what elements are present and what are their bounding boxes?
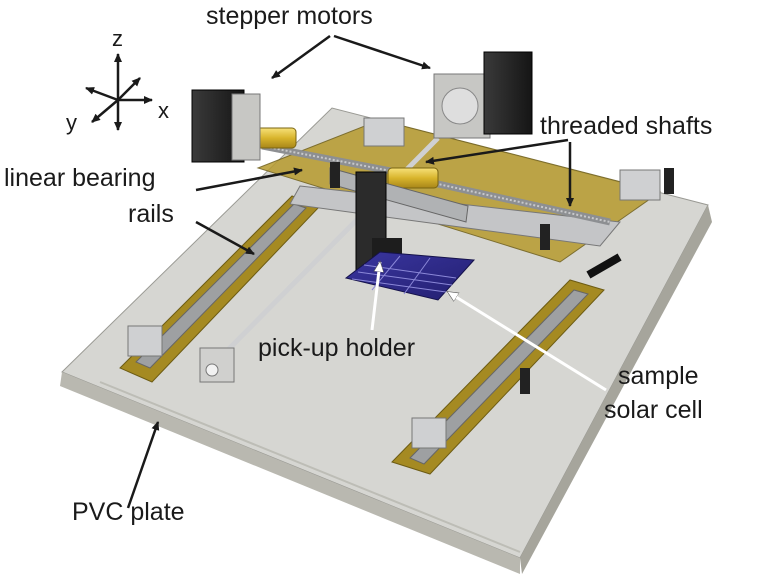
label-rails: rails [128, 200, 174, 228]
left-linear-bearing-rail [119, 195, 321, 383]
axis-y-label: y [66, 110, 77, 135]
callout-arrows [126, 34, 574, 509]
axis-z-label: z [112, 26, 123, 51]
label-stepper-motors: stepper motors [206, 2, 373, 30]
axis-x-label: x [158, 98, 169, 123]
label-sample: sample [618, 362, 699, 390]
label-pick-up-holder: pick-up holder [258, 334, 415, 362]
label-pvc-plate: PVC plate [72, 498, 185, 526]
bracket [664, 168, 674, 194]
bracket [330, 162, 340, 188]
label-threaded-shafts: threaded shafts [540, 112, 712, 140]
label-solar-cell: solar cell [604, 396, 703, 424]
center-coupler [387, 167, 439, 189]
white-callout-arrows [370, 262, 607, 392]
bracket [586, 253, 622, 279]
threaded-shafts [261, 142, 611, 226]
axis-indicator [85, 53, 153, 131]
right-stepper-motor [433, 51, 533, 139]
right-linear-bearing-rail [391, 279, 605, 475]
left-stepper-motor [191, 89, 261, 163]
label-linear-bearing: linear bearing [4, 164, 156, 192]
bracket [540, 224, 550, 250]
